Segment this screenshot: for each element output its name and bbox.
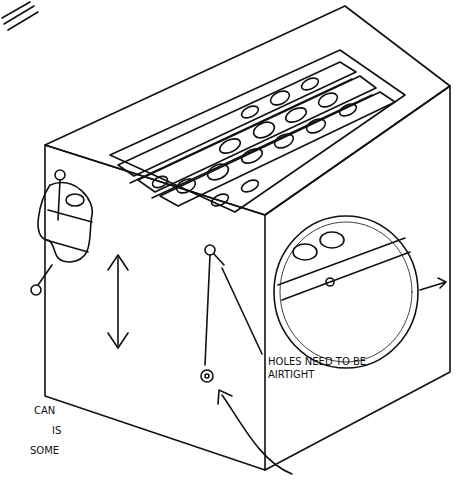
underline-marks (2, 2, 38, 30)
top-face (45, 6, 450, 215)
leader-arrow (218, 390, 292, 474)
opening-rim (110, 50, 405, 212)
note-text: HOLES NEED TO BE AIRTIGHT (268, 355, 378, 381)
trays (118, 62, 395, 208)
side-opening (31, 170, 92, 295)
double-arrow (108, 255, 128, 348)
note-fragment: IS (52, 424, 92, 437)
leader-line (222, 268, 262, 354)
window (274, 216, 446, 368)
note-fragment: CAN (34, 404, 94, 417)
note-fragment: SOME (30, 444, 90, 457)
left-face (45, 145, 265, 470)
right-face (265, 86, 450, 470)
